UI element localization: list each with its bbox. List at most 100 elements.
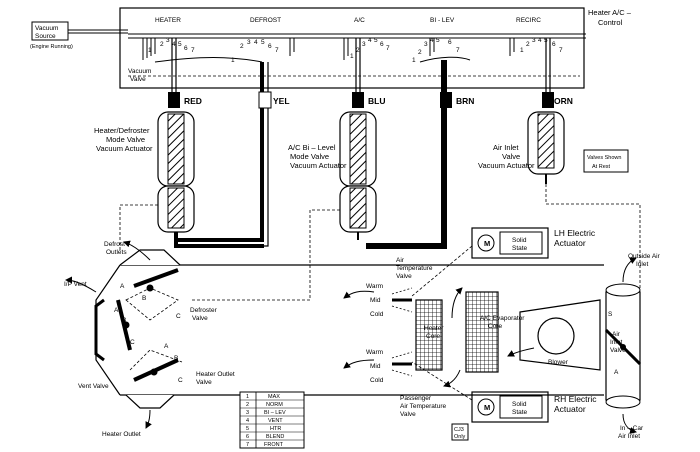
cj3-1: CJ3	[454, 427, 464, 433]
blu-tag	[352, 92, 364, 108]
inlet-letter-s: S	[608, 311, 613, 318]
svg-text:4: 4	[254, 39, 258, 46]
svg-text:6: 6	[552, 41, 556, 48]
source-hose	[68, 29, 128, 34]
warm-bottom: Warm	[366, 349, 383, 356]
svg-text:1: 1	[148, 47, 152, 54]
rh-title-2: Actuator	[554, 404, 586, 414]
defroster-valve-1: Defroster	[190, 307, 218, 314]
vacuum-source-1: Vacuum	[35, 25, 58, 32]
svg-text:C: C	[130, 339, 135, 346]
defrost-outlets-1: Defrost	[104, 241, 125, 248]
svg-text:A: A	[164, 343, 169, 350]
warm-top: Warm	[366, 283, 383, 290]
outside-air-1: Outside Air	[628, 253, 661, 260]
svg-text:2: 2	[526, 41, 530, 48]
cj3-box	[451, 423, 469, 441]
svg-text:5: 5	[246, 426, 249, 432]
pass-temp-1: Passenger	[400, 395, 432, 402]
in-car-1: In – Car	[620, 425, 644, 432]
ports-heater: 12 34 56 7	[148, 37, 195, 54]
control-plumbing	[128, 33, 586, 63]
hose-red: RED	[184, 96, 202, 106]
heater-outlet-valve-2: Valve	[196, 379, 212, 386]
svg-text:3: 3	[532, 37, 536, 44]
svg-text:4: 4	[246, 418, 249, 424]
pass-temp-3: Valve	[400, 411, 416, 418]
svg-text:4: 4	[368, 37, 372, 44]
svg-text:7: 7	[456, 47, 460, 54]
in-car-2: Air Inlet	[618, 433, 640, 440]
hd-actuator-3: Vacuum Actuator	[96, 144, 153, 153]
ai-actuator-2: Valve	[502, 152, 520, 161]
ip-vent-grille	[94, 298, 105, 362]
svg-text:3: 3	[247, 39, 251, 46]
heater-core-2: Core	[426, 333, 440, 340]
svg-text:BI – LEV: BI – LEV	[264, 410, 286, 416]
lh-electric-actuator	[471, 227, 549, 259]
ab-actuator-1: A/C Bi – Level	[288, 143, 336, 152]
vacuum-source-2: Source	[35, 33, 56, 40]
control-title-2: Control	[598, 18, 623, 27]
housing-left-wall	[95, 264, 121, 396]
defrost-outlet-duct	[119, 249, 181, 266]
svg-text:3: 3	[246, 410, 249, 416]
inlet-valve-1: Air	[612, 331, 621, 338]
hd-actuator-2: Mode Valve	[106, 135, 145, 144]
svg-text:2: 2	[418, 49, 422, 56]
svg-text:4: 4	[430, 37, 434, 44]
valve-letters: A B C A B C A B C	[114, 283, 183, 384]
rh-title-1: RH Electric	[554, 394, 597, 404]
inlet-valve-2: Inlet	[610, 339, 622, 346]
air-temp-valves	[391, 287, 413, 377]
red-tag	[168, 92, 180, 108]
ab-actuator-3: Vacuum Actuator	[290, 161, 347, 170]
heater-outlet-valve-1: Heater Outlet	[196, 371, 235, 378]
svg-text:3: 3	[362, 41, 366, 48]
svg-text:2: 2	[240, 43, 244, 50]
cold-top: Cold	[370, 311, 384, 318]
ai-actuator-1: Air Inlet	[493, 143, 519, 152]
svg-text:5: 5	[178, 41, 182, 48]
svg-text:BLEND: BLEND	[266, 434, 284, 440]
air-temp-valve-1: Air	[396, 257, 405, 264]
heater-outlet-label: Heater Outlet	[102, 431, 141, 438]
lh-box-1: Solid	[512, 237, 527, 244]
svg-text:6: 6	[184, 45, 188, 52]
svg-text:6: 6	[448, 39, 452, 46]
mode-heater: HEATER	[155, 17, 181, 24]
ac-bilevel-actuator	[339, 111, 377, 240]
lh-title-1: LH Electric	[554, 228, 596, 238]
svg-text:7: 7	[386, 45, 390, 52]
cold-bottom: Cold	[370, 377, 384, 384]
svg-text:A: A	[114, 307, 119, 314]
svg-text:6: 6	[268, 43, 272, 50]
inlet-letter-a: A	[614, 369, 619, 376]
svg-text:7: 7	[246, 442, 249, 448]
air-temp-valve-3: Valve	[396, 273, 412, 280]
mode-recirc: RECIRC	[516, 17, 541, 24]
svg-text:1: 1	[246, 394, 249, 400]
air-temp-valve-2: Temperature	[396, 265, 433, 272]
mode-valves	[116, 268, 183, 382]
svg-text:3: 3	[166, 37, 170, 44]
ab-actuator-2: Mode Valve	[290, 152, 329, 161]
svg-text:MAX: MAX	[268, 394, 280, 400]
svg-text:HTR: HTR	[270, 426, 281, 432]
heater-outlet-duct	[125, 394, 175, 409]
svg-text:B: B	[142, 295, 146, 302]
blower	[519, 299, 601, 371]
svg-text:1: 1	[231, 57, 235, 64]
ports-ac: 12 34 56 7	[350, 37, 390, 60]
svg-text:2: 2	[160, 41, 164, 48]
mode-ac: A/C	[354, 17, 365, 24]
linkages	[119, 184, 641, 401]
svg-text:FRONT: FRONT	[264, 442, 284, 448]
svg-text:5: 5	[436, 37, 440, 44]
svg-text:C: C	[176, 313, 181, 320]
hd-actuator-1: Heater/Defroster	[94, 126, 150, 135]
